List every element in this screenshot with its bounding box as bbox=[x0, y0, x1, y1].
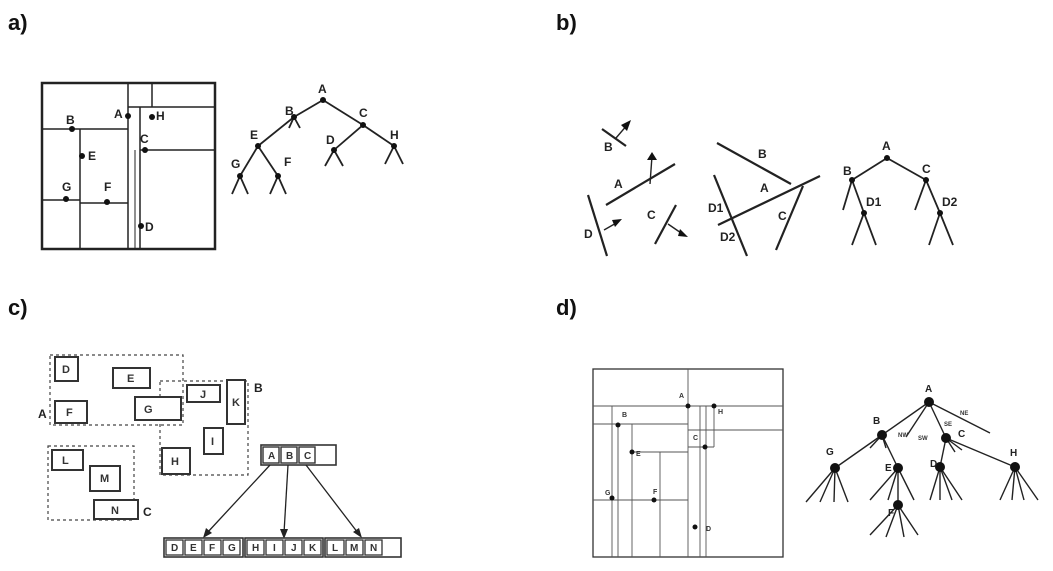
b-segment-label: D bbox=[584, 227, 593, 241]
a-tree-node: H bbox=[390, 128, 399, 142]
a-tree-node: A bbox=[318, 82, 327, 96]
d-edge-label: NE bbox=[960, 411, 968, 417]
b-split-label: D1 bbox=[708, 201, 724, 215]
a-tree-node: D bbox=[326, 133, 335, 147]
d-tree-node: D bbox=[930, 459, 937, 470]
b-split-label: C bbox=[778, 209, 787, 223]
a-point-label: B bbox=[66, 113, 75, 127]
panel-b-label: b) bbox=[556, 10, 577, 35]
a-point-label: C bbox=[140, 132, 149, 146]
d-tree-node: H bbox=[1010, 448, 1017, 459]
b-tree-node: B bbox=[843, 164, 852, 178]
panel-b-split: B A C D1 D2 bbox=[708, 142, 821, 257]
panel-d-quadtree: A B C D E F G H bbox=[592, 368, 784, 558]
b-split-label: A bbox=[760, 181, 769, 195]
c-group-label: C bbox=[143, 505, 152, 519]
d-point-label: G bbox=[605, 490, 611, 497]
d-point-label: B bbox=[622, 412, 627, 419]
b-segment-label: C bbox=[647, 208, 656, 222]
b-tree-node: D1 bbox=[866, 195, 882, 209]
c-leaf-entry: H bbox=[252, 543, 259, 554]
c-leaf-entry: I bbox=[273, 543, 276, 554]
c-leaf-entry: D bbox=[171, 543, 178, 554]
c-box-label: F bbox=[66, 407, 73, 419]
a-point-label: E bbox=[88, 149, 96, 163]
c-box-label: E bbox=[127, 373, 134, 385]
a-tree-node: B bbox=[285, 104, 294, 118]
a-point-label: G bbox=[62, 180, 71, 194]
d-tree-node: B bbox=[873, 416, 880, 427]
panel-b-tree: A B C D1 D2 bbox=[842, 139, 958, 246]
c-box-label: K bbox=[232, 397, 240, 409]
panel-a-tree: A B C D E F G H bbox=[231, 82, 404, 195]
c-leaf-entry: L bbox=[332, 543, 338, 554]
c-box-label: G bbox=[144, 404, 153, 416]
c-box-label: H bbox=[171, 456, 179, 468]
b-tree-node: C bbox=[922, 162, 931, 176]
b-tree-node: D2 bbox=[942, 195, 958, 209]
c-box-label: M bbox=[100, 473, 109, 485]
c-root-entry: A bbox=[268, 451, 275, 462]
a-tree-node: C bbox=[359, 106, 368, 120]
b-split-label: B bbox=[758, 147, 767, 161]
d-tree-node: A bbox=[925, 384, 932, 395]
d-point-label: D bbox=[706, 526, 711, 533]
panel-a-kd-partition: A B C D E F G H bbox=[40, 81, 217, 251]
panel-c-label: c) bbox=[8, 295, 28, 320]
a-point-label: A bbox=[114, 107, 123, 121]
a-tree-node: G bbox=[231, 157, 240, 171]
d-tree-node: F bbox=[888, 508, 894, 519]
d-point-label: E bbox=[636, 451, 641, 458]
d-tree-node: E bbox=[885, 463, 892, 474]
panel-c-rtree: A B C D E F G bbox=[163, 444, 402, 558]
d-edge-label: NW bbox=[898, 433, 908, 439]
d-point-label: A bbox=[679, 393, 684, 400]
c-leaf-entry: G bbox=[228, 543, 236, 554]
panel-a-label: a) bbox=[8, 10, 28, 35]
c-box-label: I bbox=[211, 436, 214, 448]
d-point-label: C bbox=[693, 435, 698, 442]
c-box-label: N bbox=[111, 505, 119, 517]
b-segment-label: A bbox=[614, 177, 623, 191]
c-leaf-entry: M bbox=[350, 543, 358, 554]
a-point-label: F bbox=[104, 180, 111, 194]
c-leaf-entry: N bbox=[370, 543, 377, 554]
panel-d-label: d) bbox=[556, 295, 577, 320]
c-leaf-entry: F bbox=[209, 543, 215, 554]
c-group-label: B bbox=[254, 381, 263, 395]
a-tree-node: F bbox=[284, 155, 291, 169]
a-point-label: D bbox=[145, 220, 154, 234]
panel-c-groups: A B C bbox=[38, 354, 263, 521]
b-segment-label: B bbox=[604, 140, 613, 154]
panel-c-boxes: D E F G H I J K L M N bbox=[51, 356, 246, 520]
a-point-label: H bbox=[156, 109, 165, 123]
c-group-label: A bbox=[38, 407, 47, 421]
d-edge-label: SE bbox=[944, 422, 952, 428]
panel-b-segments: B A C D bbox=[584, 120, 688, 257]
b-split-label: D2 bbox=[720, 230, 736, 244]
c-box-label: J bbox=[200, 389, 206, 401]
panel-d-tree: A B C D E F G H SE SW NW NE bbox=[805, 384, 1039, 538]
d-edge-label: SW bbox=[918, 436, 928, 442]
c-box-label: L bbox=[62, 455, 69, 467]
b-tree-node: A bbox=[882, 139, 891, 153]
c-box-label: D bbox=[62, 364, 70, 376]
c-leaf-entry: J bbox=[291, 543, 297, 554]
c-leaf-entry: K bbox=[309, 543, 317, 554]
c-root-entry: B bbox=[286, 451, 293, 462]
c-leaf-entry: E bbox=[190, 543, 197, 554]
a-tree-node: E bbox=[250, 128, 258, 142]
d-tree-node: C bbox=[958, 429, 965, 440]
d-tree-node: G bbox=[826, 447, 834, 458]
d-point-label: H bbox=[718, 409, 723, 416]
d-point-label: F bbox=[653, 489, 658, 496]
c-root-entry: C bbox=[304, 451, 311, 462]
